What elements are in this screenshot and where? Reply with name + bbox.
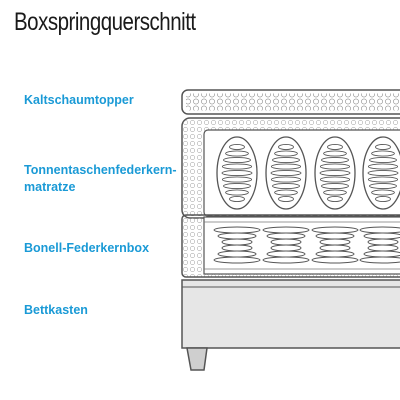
pocket-spring: [362, 136, 400, 210]
pocket-spring: [314, 136, 356, 210]
topper-layer: [181, 89, 400, 115]
bonell-spring: [311, 226, 359, 264]
bonell-spring: [213, 226, 261, 264]
pocket-spring: [216, 136, 258, 210]
label-mattress-line2: matratze: [24, 180, 76, 194]
bonell-springs: [213, 226, 400, 264]
bed-base: [181, 279, 400, 349]
bonell-spring: [262, 226, 310, 264]
label-bettkasten: Bettkasten: [24, 302, 88, 319]
bonell-spring: [359, 226, 400, 264]
label-bonell-text: Bonell-Federkernbox: [24, 241, 150, 255]
pocket-springs: [216, 136, 400, 210]
label-mattress-line1: Tonnentaschenfederkern-: [24, 163, 177, 177]
pocket-spring: [265, 136, 307, 210]
label-kaltschaumtopper: Kaltschaumtopper: [24, 92, 134, 109]
label-tonnentaschenfederkernmatratze: Tonnentaschenfederkern- matratze: [24, 162, 177, 196]
bed-leg: [186, 347, 208, 371]
label-bonell-federkernbox: Bonell-Federkernbox: [24, 240, 149, 257]
label-bettkasten-text: Bettkasten: [24, 303, 88, 317]
mattress-layer: [181, 117, 400, 219]
diagram-title: Boxspringquerschnitt: [14, 8, 196, 36]
bonell-box-layer: [181, 214, 400, 278]
label-kaltschaumtopper-text: Kaltschaumtopper: [24, 93, 134, 107]
